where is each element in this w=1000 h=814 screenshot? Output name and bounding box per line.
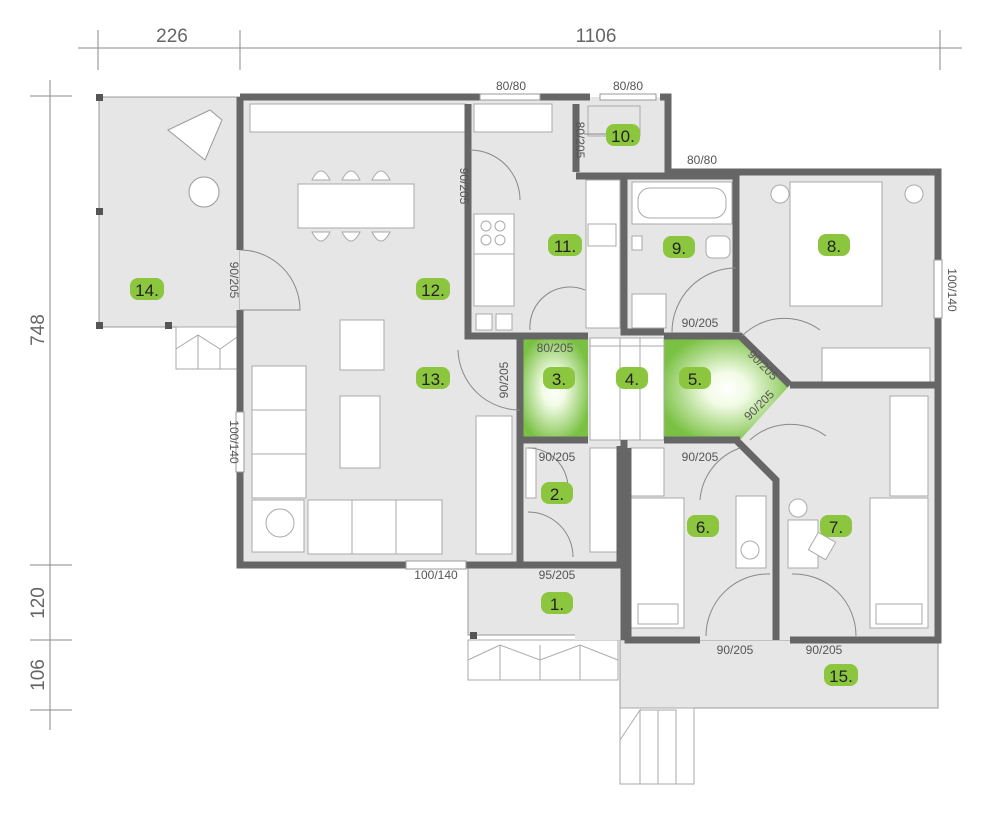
room-badge-7: 7. [820,515,852,537]
room-badge-9: 9. [663,236,695,258]
room-label-3: 3. [552,370,566,389]
opening-labels: 80/80 80/80 80/80 80/205 90/205 90/205 1… [227,79,959,657]
terrace-15 [619,639,939,785]
room-label-7: 7. [829,518,843,537]
dim-left-mid: 120 [28,587,49,619]
room-label-6: 6. [696,518,710,537]
room-badge-2: 2. [541,482,573,504]
room-badge-13: 13. [416,367,450,389]
dim-top-main: 1106 [576,26,617,47]
label-door-13: 90/205 [497,361,511,398]
dimension-lines [30,30,962,730]
room-badge-10: 10. [606,124,640,146]
room-badge-1: 1. [541,592,573,614]
furniture [249,103,931,629]
room-label-10: 10. [611,127,635,146]
room-label-8: 8. [827,237,841,256]
label-door-9: 90/205 [682,316,719,330]
label-door-7-south: 90/205 [806,643,843,657]
dim-left-bottom: 106 [28,659,49,691]
room-label-5: 5. [688,370,702,389]
label-door-entry: 95/205 [539,568,576,582]
label-door-terrace: 90/205 [227,262,241,299]
dim-left-main: 748 [28,314,49,346]
window-frames [235,93,943,570]
room-label-14: 14. [135,281,159,300]
room-label-9: 9. [672,239,686,258]
label-window-right: 100/140 [945,268,959,312]
label-window-top-3: 80/80 [687,153,717,167]
room-5-highlight [664,338,790,440]
room-badge-3: 3. [543,367,575,389]
room-label-11: 11. [554,237,576,256]
room-label-15: 15. [829,667,853,686]
room-label-12: 12. [421,281,445,300]
room-badge-5: 5. [679,367,711,389]
room-badge-6: 6. [687,515,719,537]
room-badge-11: 11. [548,234,582,256]
room-badge-12: 12. [416,278,450,300]
label-window-top-1: 80/80 [496,79,526,93]
room-label-2: 2. [550,485,564,504]
label-door-2: 90/205 [539,450,576,464]
room-badge-4: 4. [616,367,648,389]
terrace-14 [96,94,241,370]
room-badge-15: 15. [824,664,858,686]
label-door-kitchen: 90/205 [457,168,471,205]
room-label-4: 4. [625,370,639,389]
room-badge-8: 8. [818,234,850,256]
label-window-left: 100/140 [227,420,241,464]
room-labels: 1. 2. 3. 4. 5. 6. 7. 8. 9. 10. 11. 12. 1… [130,124,858,686]
room-badge-14: 14. [130,278,164,300]
label-door-10: 80/205 [573,122,587,159]
label-door-6-south: 90/205 [717,643,754,657]
label-door-3: 80/205 [537,341,574,355]
dim-top-left: 226 [156,26,188,47]
room-label-1: 1. [550,595,564,614]
label-door-6: 90/205 [682,450,719,464]
walls [236,93,942,644]
label-window-top-2: 80/80 [613,79,643,93]
label-window-bottom: 100/140 [414,568,458,582]
room-label-13: 13. [421,370,445,389]
